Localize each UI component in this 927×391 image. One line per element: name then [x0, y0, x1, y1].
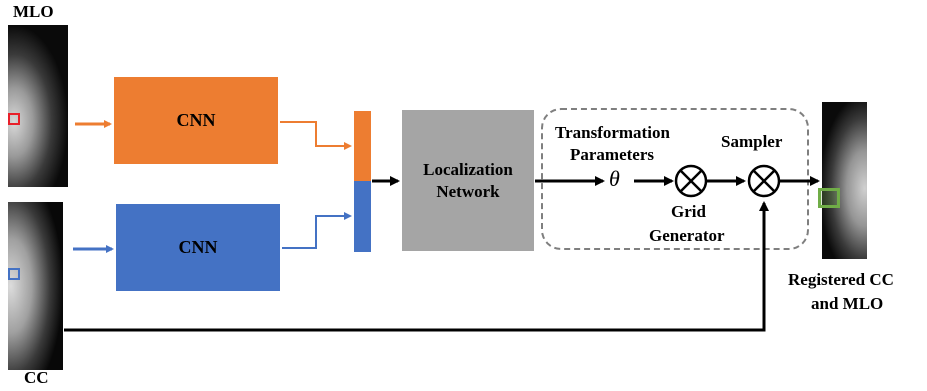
sampler-icon — [747, 164, 781, 198]
arrow-cnn-top-to-bar — [280, 121, 352, 150]
mlo-label: MLO — [13, 2, 54, 21]
theta-symbol: θ — [609, 166, 620, 191]
registered-label-line2: and MLO — [811, 294, 884, 313]
registered-image — [822, 102, 867, 259]
mlo-marker — [8, 113, 20, 125]
cc-label: CC — [24, 368, 49, 387]
localization-label-line1: Localization — [423, 159, 513, 179]
registered-marker — [818, 188, 840, 208]
mlo-image — [8, 25, 68, 187]
grid-label-line1: Grid — [671, 202, 706, 221]
cnn-bottom-box: CNN — [116, 204, 280, 291]
grid-generator-icon — [674, 164, 708, 198]
cc-marker — [8, 268, 20, 280]
sampler-label: Sampler — [721, 132, 783, 151]
localization-label-line2: Network — [436, 181, 500, 201]
grid-label-line2: Generator — [649, 226, 725, 245]
cc-image — [8, 202, 63, 370]
feature-bar-bottom — [354, 181, 371, 252]
localization-network-box: Localization Network — [402, 110, 534, 251]
spatial-transformer-region — [541, 108, 809, 250]
cnn-top-box: CNN — [114, 77, 278, 164]
registered-label-line1: Registered CC — [788, 270, 894, 289]
arrow-cc-to-sampler — [64, 201, 769, 332]
transformation-label-line2: Parameters — [570, 145, 655, 164]
feature-bar-top — [354, 111, 371, 181]
arrow-cnn-bottom-to-bar — [282, 212, 352, 249]
transformation-label-line1: Transformation — [555, 123, 670, 142]
